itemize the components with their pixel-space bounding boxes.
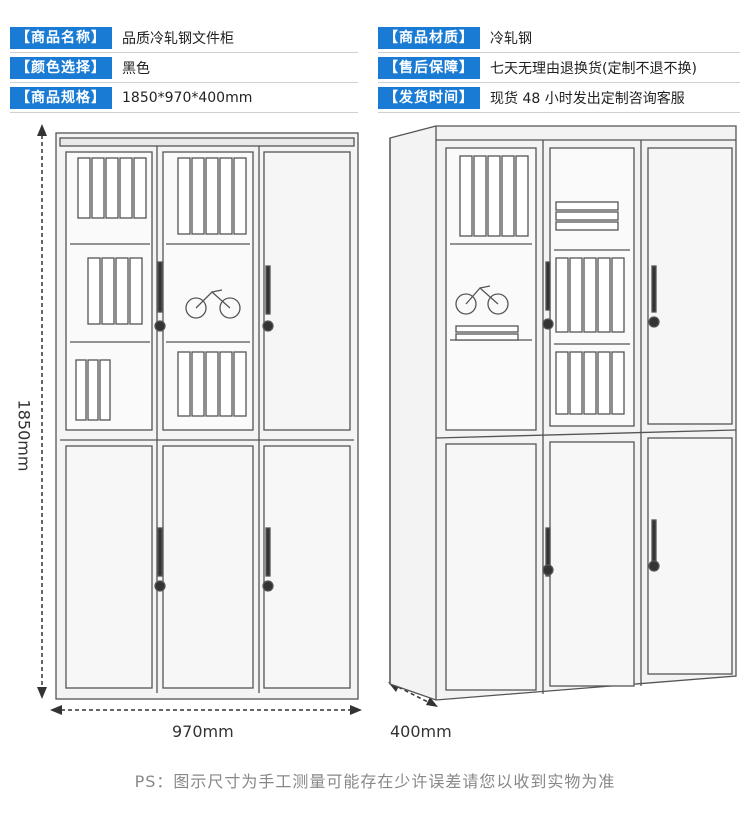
divider [378, 112, 740, 113]
spec-label: 【颜色选择】 [10, 57, 112, 79]
spec-value: 冷轧钢 [490, 31, 532, 47]
width-label: 970mm [172, 722, 234, 741]
spec-label: 【售后保障】 [378, 57, 480, 79]
spec-value: 现货 48 小时发出定制咨询客服 [490, 91, 685, 107]
spec-row-color: 【颜色选择】 黑色 [10, 56, 150, 80]
spec-value: 七天无理由退换货(定制不退不换) [490, 61, 697, 77]
spec-row-name: 【商品名称】 品质冷轧钢文件柜 [10, 26, 234, 50]
spec-value: 黑色 [122, 61, 150, 77]
spec-row-material: 【商品材质】 冷轧钢 [378, 26, 532, 50]
divider [10, 112, 358, 113]
front-view-cabinet [55, 132, 359, 700]
divider [378, 52, 740, 53]
spec-label: 【发货时间】 [378, 87, 480, 109]
spec-value: 1850*970*400mm [122, 90, 253, 106]
height-dimension-line [37, 124, 47, 699]
spec-label: 【商品名称】 [10, 27, 112, 49]
spec-row-shipping: 【发货时间】 现货 48 小时发出定制咨询客服 [378, 86, 685, 110]
divider [378, 82, 740, 83]
spec-label: 【商品材质】 [378, 27, 480, 49]
spec-label: 【商品规格】 [10, 87, 112, 109]
footnote: PS：图示尺寸为手工测量可能存在少许误差请您以收到实物为准 [134, 772, 616, 791]
divider [10, 52, 358, 53]
spec-value: 品质冷轧钢文件柜 [122, 31, 234, 47]
divider [10, 82, 358, 83]
angled-view-cabinet [389, 125, 737, 701]
spec-row-size: 【商品规格】 1850*970*400mm [10, 86, 252, 110]
width-dimension-line [50, 705, 362, 715]
height-label: 1850mm [14, 399, 34, 472]
spec-row-aftersale: 【售后保障】 七天无理由退换货(定制不退不换) [378, 56, 697, 80]
depth-label: 400mm [390, 722, 452, 741]
